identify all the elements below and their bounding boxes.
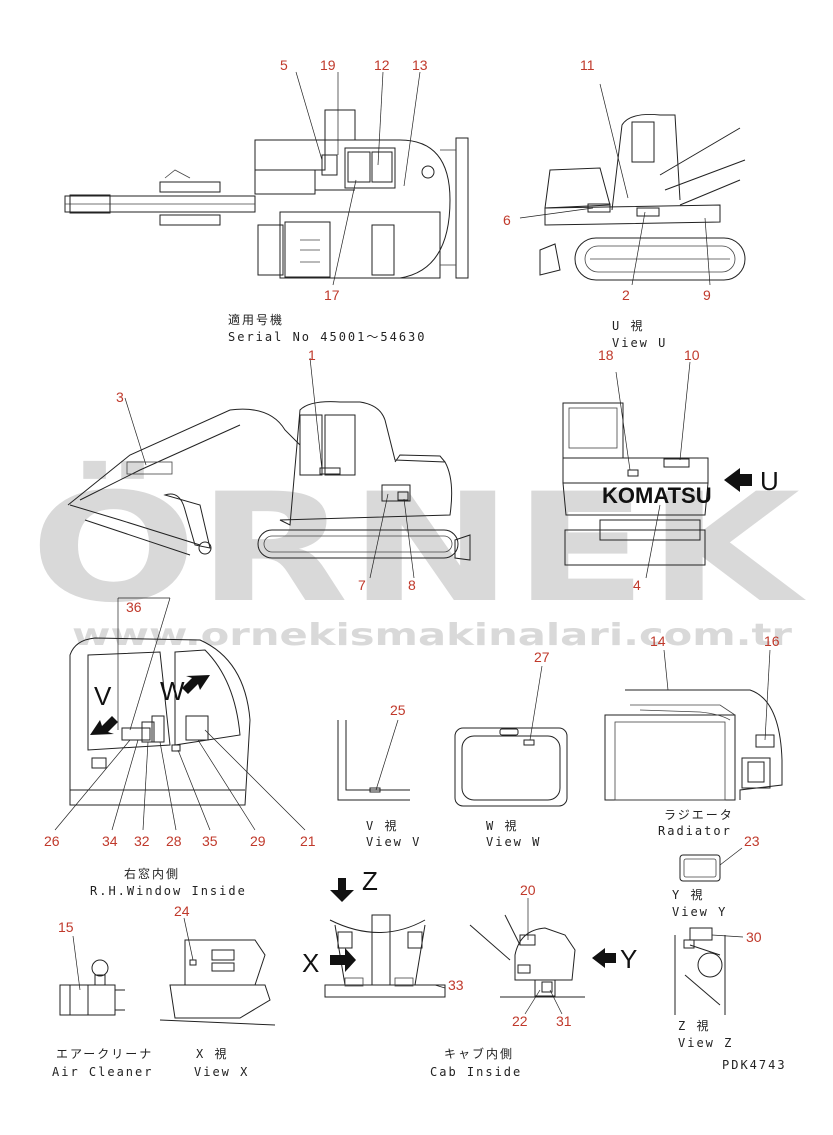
- callout-20: 20: [520, 882, 536, 898]
- callout-4: 4: [633, 577, 641, 593]
- callout-34: 34: [102, 833, 118, 849]
- caption-serial-number: Serial No 45001～54630: [228, 330, 427, 344]
- caption-view-z-jp: Z 視: [678, 1018, 710, 1033]
- caption-rh-window-en: R.H.Window Inside: [90, 884, 247, 898]
- callout-26: 26: [44, 833, 60, 849]
- callout-19: 19: [320, 57, 336, 73]
- caption-view-u-jp: U 視: [612, 318, 644, 333]
- caption-cab-inside-en: Cab Inside: [430, 1065, 522, 1079]
- view-letter-x: X: [302, 948, 319, 978]
- caption-view-v-jp: V 視: [366, 818, 398, 833]
- caption-view-u-en: View U: [612, 336, 667, 350]
- callout-28: 28: [166, 833, 182, 849]
- callout-3: 3: [116, 389, 124, 405]
- caption-view-x-jp: X 視: [196, 1046, 228, 1061]
- callout-13: 13: [412, 57, 428, 73]
- callout-31: 31: [556, 1013, 572, 1029]
- caption-view-w-jp: W 視: [486, 818, 518, 833]
- callout-14: 14: [650, 633, 666, 649]
- callout-15: 15: [58, 919, 74, 935]
- callout-22: 22: [512, 1013, 528, 1029]
- rear-view-drawing: [562, 361, 752, 579]
- caption-view-y-jp: Y 視: [672, 887, 704, 902]
- caption-air-cleaner-en: Air Cleaner: [52, 1065, 153, 1079]
- caption-view-w-en: View W: [486, 835, 541, 849]
- callout-21: 21: [300, 833, 316, 849]
- view-z-drawing: [674, 927, 744, 1015]
- callout-8: 8: [408, 577, 416, 593]
- caption-radiator-jp: ラジエータ: [664, 808, 734, 822]
- callout-27: 27: [534, 649, 550, 665]
- callout-32: 32: [134, 833, 150, 849]
- cab-inside-drawing: [324, 878, 446, 998]
- view-letter-u: U: [760, 466, 779, 496]
- callout-29: 29: [250, 833, 266, 849]
- callout-2: 2: [622, 287, 630, 303]
- caption-rh-window-jp: 右窓内側: [124, 866, 180, 881]
- callout-9: 9: [703, 287, 711, 303]
- side-view-drawing: [67, 357, 471, 579]
- view-w-drawing: [454, 665, 568, 807]
- cab-side-drawing: [469, 898, 616, 1015]
- view-letter-z: Z: [362, 866, 378, 896]
- callout-1: 1: [308, 347, 316, 363]
- callout-36: 36: [126, 599, 142, 615]
- view-x-drawing: [159, 917, 276, 1026]
- callout-25: 25: [390, 702, 406, 718]
- callout-24: 24: [174, 903, 190, 919]
- callout-30: 30: [746, 929, 762, 945]
- callout-17: 17: [324, 287, 340, 303]
- radiator-drawing: [604, 649, 783, 801]
- caption-view-x-en: View X: [194, 1065, 249, 1079]
- callout-12: 12: [374, 57, 390, 73]
- view-u-drawing: [519, 83, 746, 286]
- caption-view-v-en: View V: [366, 835, 421, 849]
- caption-view-z-en: View Z: [678, 1036, 733, 1050]
- callout-7: 7: [358, 577, 366, 593]
- view-y-drawing: [679, 847, 743, 882]
- callout-5: 5: [280, 57, 288, 73]
- air-cleaner-drawing: [59, 935, 125, 1016]
- watermark-brand: ÖRNEK: [30, 460, 806, 636]
- callout-10: 10: [684, 347, 700, 363]
- callout-35: 35: [202, 833, 218, 849]
- view-v-drawing: [337, 719, 410, 801]
- view-letter-v: V: [94, 681, 112, 711]
- rh-window-drawing: [54, 597, 306, 831]
- brand-mark: KOMATSU: [602, 483, 712, 508]
- callout-33: 33: [448, 977, 464, 993]
- watermark-url: www.ornekismakinalari.com.tr: [72, 618, 792, 653]
- caption-view-y-en: View Y: [672, 905, 727, 919]
- view-letter-y: Y: [620, 944, 637, 974]
- callout-6: 6: [503, 212, 511, 228]
- caption-radiator-en: Radiator: [658, 824, 732, 838]
- callout-23: 23: [744, 833, 760, 849]
- caption-cab-inside-jp: キャブ内側: [444, 1046, 514, 1061]
- watermark: ÖRNEK www.ornekismakinalari.com.tr: [30, 460, 806, 653]
- callout-11: 11: [580, 57, 595, 73]
- caption-air-cleaner-jp: エアークリーナ: [56, 1047, 153, 1061]
- caption-applicable-serial-jp: 適用号機: [228, 312, 284, 327]
- view-letter-w: W: [160, 676, 185, 706]
- callout-16: 16: [764, 633, 780, 649]
- drawing-number: PDK4743: [722, 1058, 787, 1072]
- top-view-drawing: [64, 71, 469, 286]
- callout-18: 18: [598, 347, 614, 363]
